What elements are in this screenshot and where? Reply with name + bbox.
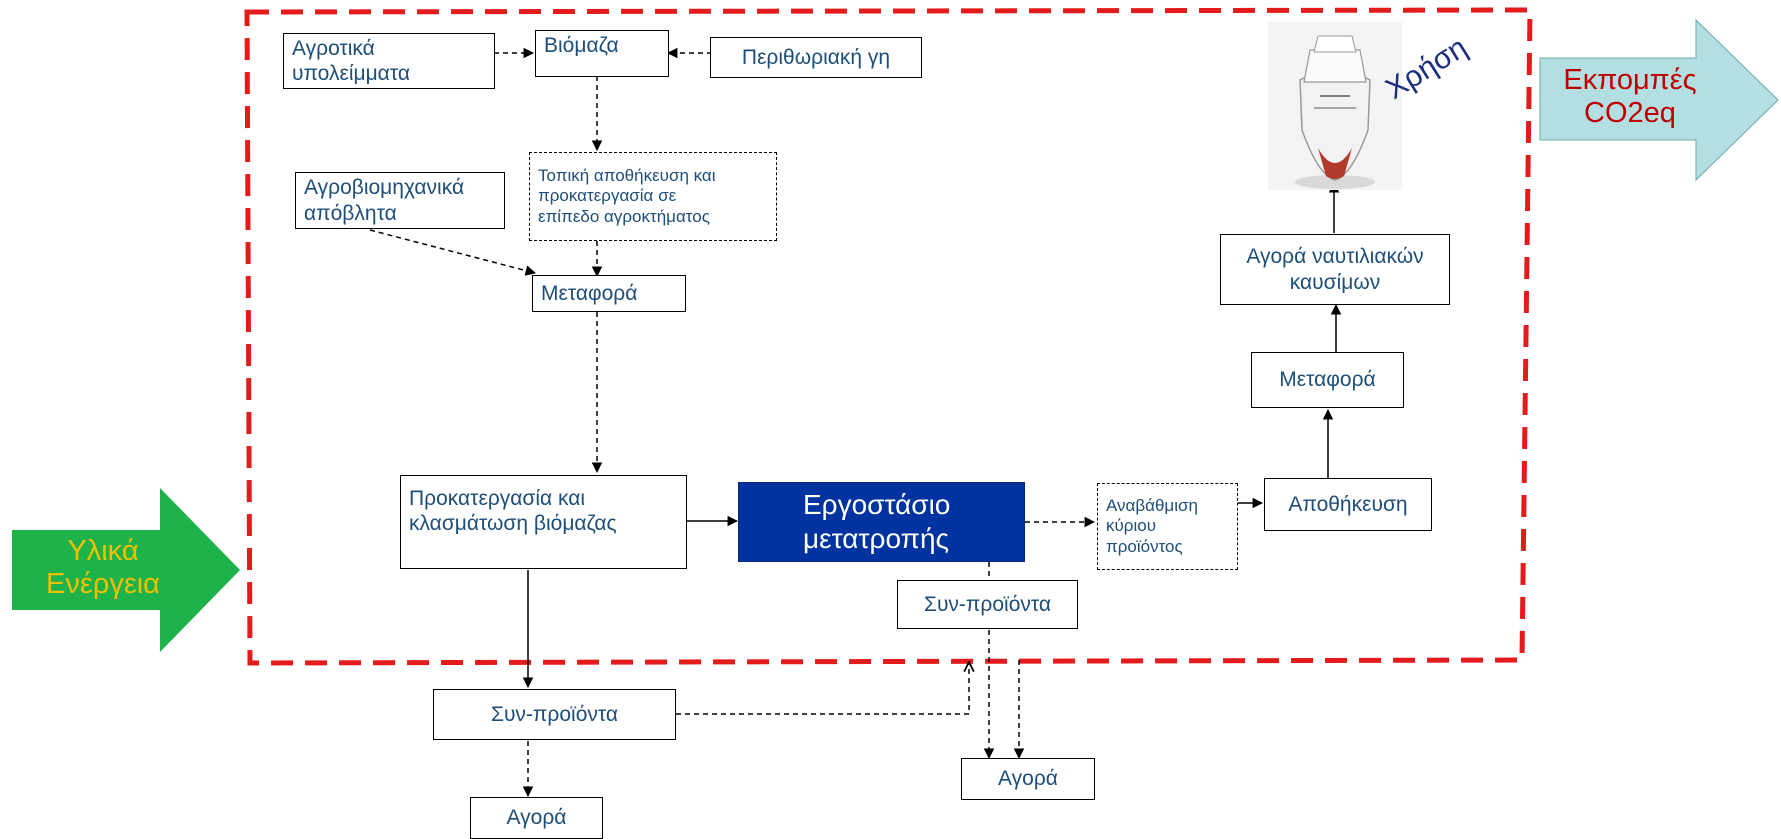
- coproducts-plant-label: Συν-προϊόντα: [923, 592, 1052, 616]
- system-boundary: [244, 7, 1533, 666]
- pretreatment-label: Προκατεργασία και κλασμάτωση βιόμαζας: [409, 487, 617, 536]
- emissions-arrow-shape: [1539, 18, 1779, 182]
- coproducts-plant-box: Συν-προϊόντα: [897, 580, 1078, 629]
- transport-1-box: Μεταφορά: [532, 275, 686, 312]
- pretreatment-box: Προκατεργασία και κλασμάτωση βιόμαζας: [400, 475, 687, 569]
- biomass-label: Βιόμαζα: [544, 34, 619, 57]
- local-storage-label: Τοπική αποθήκευση και προκατεργασία σε ε…: [538, 165, 716, 226]
- inputs-arrow-label: Υλικά Ενέργεια: [46, 535, 160, 601]
- agri-residues-label: Αγροτικά υπολείμματα: [292, 36, 410, 85]
- agroindustrial-waste-label: Αγροβιομηχανικά απόβλητα: [304, 176, 465, 225]
- upgrading-box: Αναβάθμιση κύριου προϊόντος: [1097, 483, 1238, 570]
- transport-2-label: Μεταφορά: [1279, 368, 1376, 392]
- market-right-label: Αγορά: [998, 767, 1058, 791]
- conversion-plant-label: Εργοστάσιο μετατροπής: [803, 489, 951, 554]
- storage-label: Αποθήκευση: [1288, 492, 1408, 516]
- marine-fuel-market-box: Αγορά ναυτιλιακών καυσίμων: [1220, 234, 1450, 305]
- transport-1-label: Μεταφορά: [541, 281, 638, 305]
- agroindustrial-waste-box: Αγροβιομηχανικά απόβλητα: [295, 172, 505, 229]
- conversion-plant-box: Εργοστάσιο μετατροπής: [738, 482, 1025, 562]
- emissions-arrow-label: Εκπομπές CO2eq: [1563, 64, 1697, 130]
- storage-box: Αποθήκευση: [1264, 478, 1432, 531]
- coproducts-pretreatment-box: Συν-προϊόντα: [433, 689, 676, 740]
- agri-residues-box: Αγροτικά υπολείμματα: [283, 33, 495, 89]
- market-left-label: Αγορά: [506, 806, 567, 830]
- flow-waste-to-transport: [369, 229, 537, 276]
- flow-pretreat-coproducts-to-plant-coproducts: [676, 662, 969, 715]
- ship-icon: [1268, 22, 1402, 190]
- marine-fuel-market-label: Αγορά ναυτιλιακών καυσίμων: [1246, 245, 1424, 294]
- local-storage-box: Τοπική αποθήκευση και προκατεργασία σε ε…: [529, 152, 777, 241]
- market-left-box: Αγορά: [470, 797, 603, 839]
- biomass-box: Βιόμαζα: [535, 30, 669, 77]
- inputs-arrow-shape: [12, 488, 240, 652]
- coproducts-pretreatment-label: Συν-προϊόντα: [490, 702, 619, 726]
- marginal-land-box: Περιθωριακή γη: [710, 37, 922, 78]
- marginal-land-label: Περιθωριακή γη: [741, 45, 891, 69]
- market-right-box: Αγορά: [961, 758, 1095, 800]
- transport-2-box: Μεταφορά: [1251, 352, 1404, 408]
- upgrading-label: Αναβάθμιση κύριου προϊόντος: [1106, 495, 1198, 556]
